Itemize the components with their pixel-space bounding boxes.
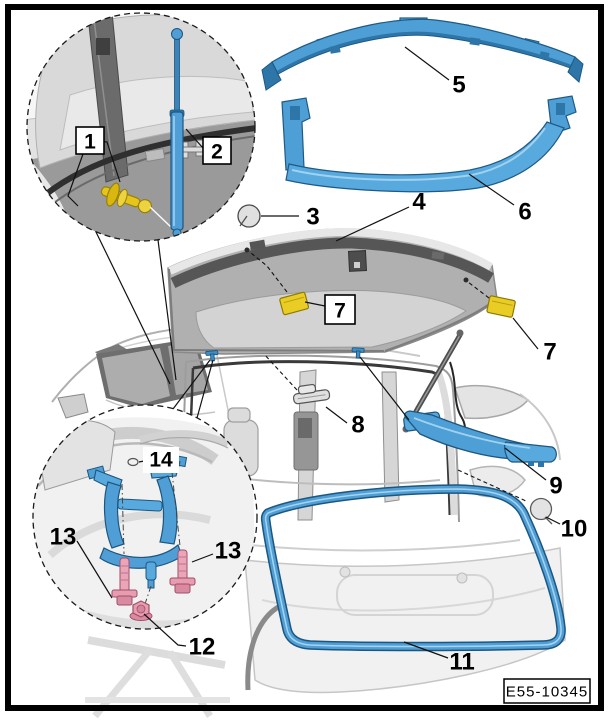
tailgate-latch bbox=[347, 250, 368, 272]
door-mirror bbox=[57, 393, 89, 419]
part-10-grommet bbox=[529, 497, 553, 525]
part-7-clip-right bbox=[486, 295, 516, 318]
detail-view-bracket bbox=[32, 404, 258, 630]
callout-7-left: 7 bbox=[324, 294, 356, 325]
callout-11: 11 bbox=[449, 649, 474, 676]
stud-marker bbox=[127, 457, 139, 467]
clip-position-dot-right bbox=[463, 277, 469, 283]
clip-position-dot-left bbox=[244, 247, 250, 253]
part-2-gas-strut bbox=[169, 28, 185, 238]
callout-13-right: 13 bbox=[215, 538, 242, 565]
callout-13-left: 13 bbox=[50, 524, 77, 551]
figure-border bbox=[5, 4, 604, 711]
svg-text:14: 14 bbox=[149, 449, 173, 472]
part-4-tailgate bbox=[167, 227, 498, 362]
callout-5: 5 bbox=[452, 72, 465, 99]
part-5-spoiler-frame bbox=[261, 17, 584, 91]
callout-2: 2 bbox=[202, 136, 232, 165]
part-6-spoiler bbox=[281, 95, 577, 193]
part-13-bolt-right bbox=[169, 549, 196, 594]
detail-circle-outline-bottom bbox=[32, 404, 258, 630]
part-13-bolt-left bbox=[111, 557, 138, 606]
callout-10: 10 bbox=[561, 516, 588, 543]
drawing-number-box: E55-10345 bbox=[503, 678, 591, 704]
callout-4: 4 bbox=[412, 189, 426, 216]
callout-7-right: 7 bbox=[543, 339, 556, 366]
detail-connector-lines bbox=[95, 231, 410, 421]
svg-text:7: 7 bbox=[334, 300, 346, 323]
tailgate-clip-blue-right bbox=[351, 347, 365, 359]
callout-14: 14 bbox=[143, 447, 179, 473]
part-8-clip bbox=[292, 383, 331, 405]
part-14-bracket bbox=[86, 453, 188, 589]
svg-text:2: 2 bbox=[211, 141, 223, 164]
callout-1: 1 bbox=[75, 126, 105, 155]
callout-6: 6 bbox=[518, 199, 531, 226]
drawing-number: E55-10345 bbox=[506, 684, 588, 701]
callouts: 1 2 3 4 5 6 7 7 8 bbox=[50, 46, 588, 676]
callout-3: 3 bbox=[306, 204, 319, 231]
part-12-nut bbox=[129, 600, 153, 621]
callout-9: 9 bbox=[549, 473, 562, 500]
callout-12: 12 bbox=[189, 634, 216, 661]
part-7-clip-left bbox=[279, 291, 310, 316]
part-11-seal bbox=[260, 484, 566, 652]
part-3-grommet bbox=[237, 204, 261, 228]
detail-circle-outline-top bbox=[26, 12, 256, 242]
callout-8: 8 bbox=[351, 412, 364, 439]
part-9-trim-arm bbox=[403, 410, 557, 467]
svg-text:1: 1 bbox=[84, 131, 96, 154]
detail-view-hinge bbox=[26, 12, 256, 242]
